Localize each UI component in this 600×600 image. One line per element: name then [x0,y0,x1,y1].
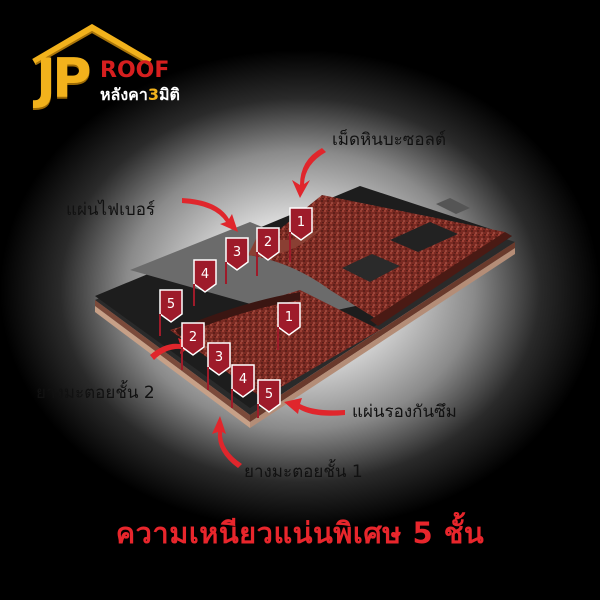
marker-top-1: 1 [289,207,313,262]
marker-number: 2 [189,330,197,345]
headline: ความเหนียวแน่นพิเศษ 5 ชั้น [115,516,485,550]
logo-tagline-suffix: มิติ [159,85,180,104]
marker-number: 3 [215,350,223,365]
shingle-side [370,232,512,326]
layer-edge [95,300,250,422]
arrow-granules [292,148,326,198]
logo-tagline: หลังคา3มิติ [100,86,180,104]
marker-bottom-2: 2 [181,322,205,370]
shingle-slot [342,254,400,282]
arrow-underlay [284,398,345,416]
marker-bottom-3: 3 [207,342,231,390]
top-markers: 1 2 3 4 5 [159,207,313,336]
bottom-markers: 1 2 3 4 5 [181,302,301,418]
arrow-asphalt-1 [212,416,242,468]
label-asphalt-1: ยางมะตอยชั้น 1 [244,462,363,482]
marker-number: 5 [265,387,273,402]
marker-top-2: 2 [256,227,280,276]
marker-number: 5 [167,297,175,312]
marker-number: 1 [285,310,293,325]
shingle-slot [390,222,458,252]
layer-edge [95,306,250,428]
logo-roof: ROOF [100,58,170,83]
label-asphalt-2: ยางมะตอยชั้น 2 [36,383,155,403]
marker-number: 1 [297,215,305,230]
layer-edge [250,248,515,428]
marker-number: 3 [233,245,241,260]
marker-number: 4 [239,372,247,387]
shingle-edge [175,292,300,336]
shingle-slot [436,198,470,214]
marker-bottom-4: 4 [231,364,255,408]
marker-bottom-1: 1 [277,302,301,350]
logo-jp: JP [36,47,92,110]
label-underlay: แผ่นรองกันซึม [352,402,457,422]
marker-top-4: 4 [193,259,217,306]
label-fiber-sheet: แผ่นไฟเบอร์ [66,200,156,220]
jp-roof-logo: JP ROOF หลังคา3มิติ [22,24,182,114]
label-granules: เม็ดหินบะซอลต์ [332,130,447,150]
marker-number: 2 [264,235,272,250]
arrow-fiber [182,198,238,232]
roof-outline-icon [32,24,152,66]
marker-top-5: 5 [159,289,183,336]
logo-tagline-number: 3 [147,85,159,104]
marker-number: 4 [201,267,209,282]
marker-bottom-5: 5 [257,379,281,418]
layer-edge [250,242,515,422]
marker-top-3: 3 [225,237,249,284]
logo-tagline-prefix: หลังคา [100,85,148,104]
